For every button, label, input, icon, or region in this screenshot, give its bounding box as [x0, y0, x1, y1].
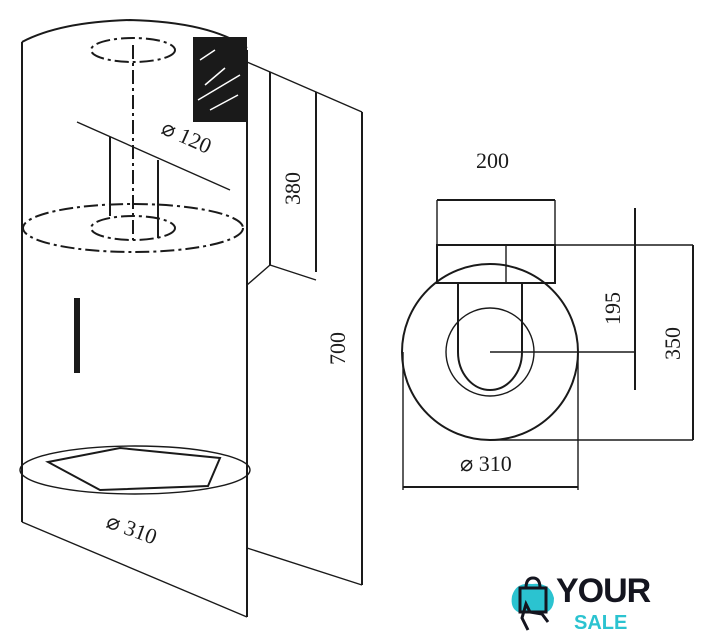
- bottom-ellipse: [19, 445, 251, 495]
- extension-line-380: [246, 264, 317, 286]
- top-view: 200 195 350 ⌀ 310: [401, 148, 694, 490]
- dim-350-label: 350: [660, 327, 685, 360]
- dim-310-label: ⌀ 310: [460, 451, 512, 476]
- side-view: ⌀ 120 ⌀ 310 380 700: [19, 18, 363, 618]
- dim-200-label: 200: [476, 148, 509, 173]
- vent-grille: [193, 37, 247, 122]
- logo-text-your: YOUR: [556, 572, 651, 610]
- dim-700-label: 700: [325, 332, 350, 365]
- dim-380-label: 380: [280, 172, 305, 205]
- chimney-outline: [436, 244, 556, 284]
- extension-line-bottom: [246, 547, 363, 586]
- cylinder-bottom-edge: [21, 521, 248, 618]
- extension-line-top: [246, 61, 363, 113]
- cylinder-top-edge: [21, 18, 248, 49]
- duct-diameter-line: [76, 121, 231, 191]
- vent-grille-pattern: [197, 49, 241, 111]
- inner-duct-ellipse: [90, 215, 176, 241]
- shopping-bag-hand-icon: [511, 576, 554, 631]
- control-panel: [74, 298, 80, 373]
- inner-u-outline: [457, 283, 523, 391]
- yoursale-logo: YOUR SALE: [508, 574, 668, 636]
- middle-ellipse: [22, 203, 244, 253]
- logo-text-sale: SALE: [574, 612, 628, 634]
- dim-195-label: 195: [600, 292, 625, 325]
- bottom-diameter-label: ⌀ 310: [103, 508, 160, 549]
- filter-panel: [45, 446, 222, 492]
- top-duct-ellipse: [90, 37, 176, 63]
